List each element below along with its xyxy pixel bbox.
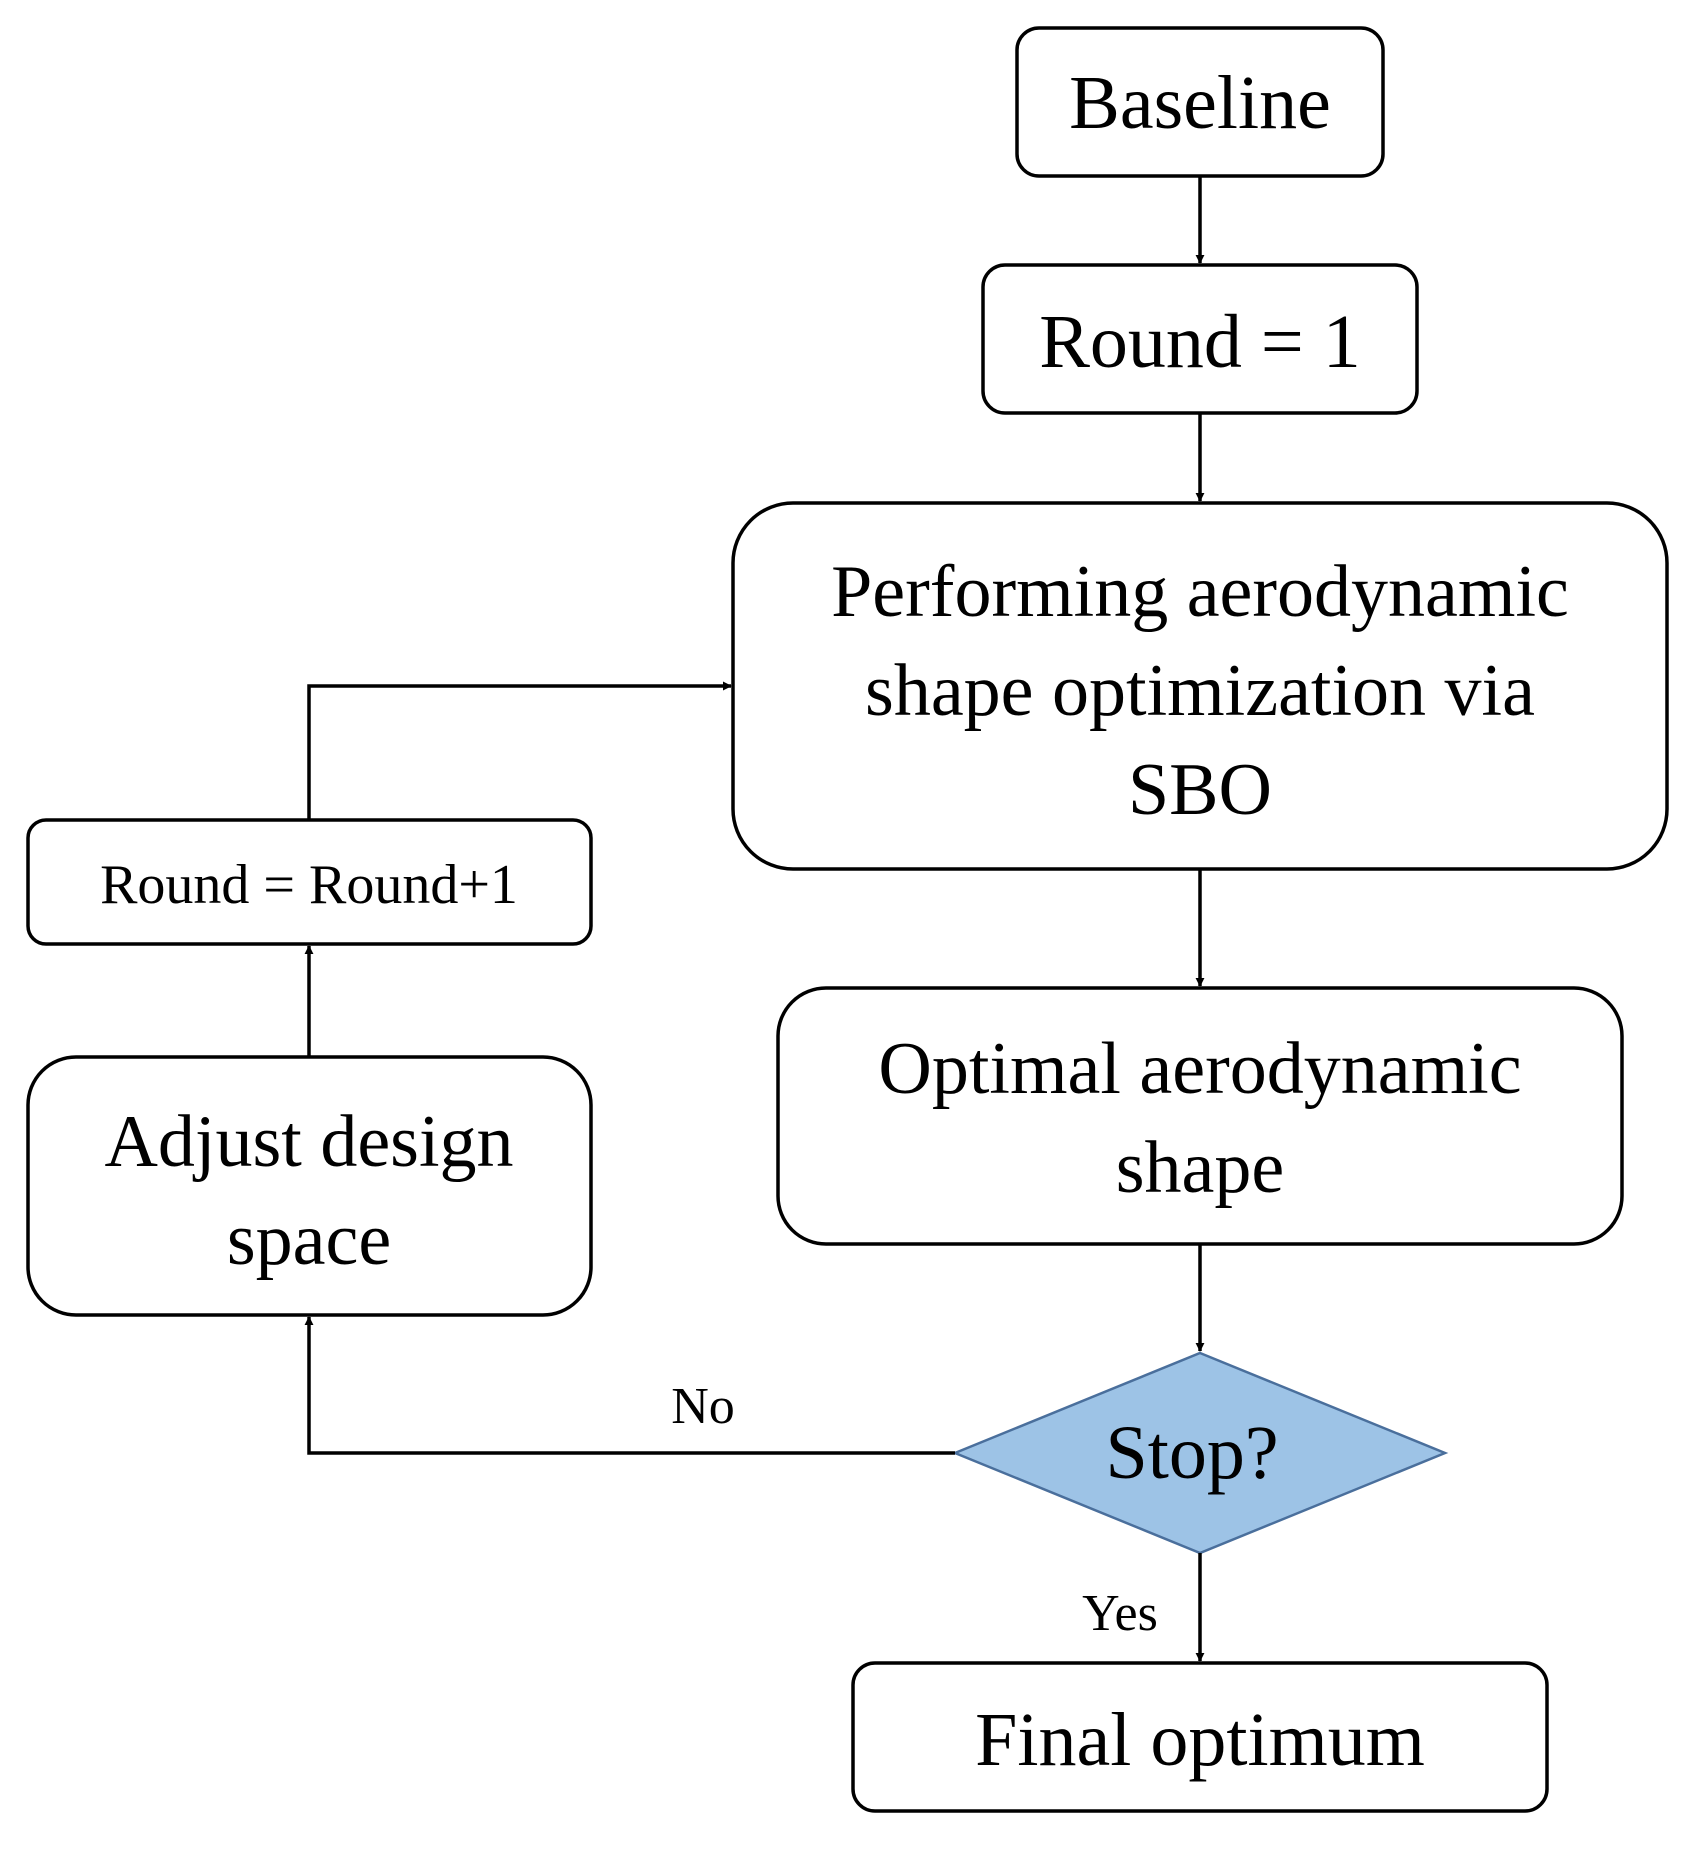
node-round-init: Round = 1 <box>981 263 1419 415</box>
node-final: Final optimum <box>851 1661 1549 1813</box>
adjust-line-1: Adjust design <box>104 1101 513 1183</box>
node-decision: Stop? <box>951 1351 1449 1555</box>
round-init-label: Round = 1 <box>1039 300 1361 384</box>
round-increment-label: Round = Round+1 <box>100 854 518 916</box>
edge-label-no: No <box>671 1378 735 1435</box>
optimal-shape-line-2: shape <box>1116 1127 1285 1209</box>
node-optimal-shape: Optimal aerodynamic shape <box>776 986 1624 1246</box>
optimization-line-1: Performing aerodynamic <box>831 551 1569 633</box>
final-label: Final optimum <box>975 1698 1425 1782</box>
node-adjust: Adjust design space <box>26 1055 593 1317</box>
arrow-decision-to-adjust <box>304 1316 955 1455</box>
decision-label: Stop? <box>1105 1411 1278 1495</box>
baseline-label: Baseline <box>1069 61 1331 145</box>
final-box <box>851 1661 1549 1813</box>
adjust-line-2: space <box>227 1199 391 1281</box>
node-optimization: Performing aerodynamic shape optimizatio… <box>731 501 1669 871</box>
optimization-line-3: SBO <box>1128 749 1272 831</box>
edge-label-yes: Yes <box>1082 1585 1158 1642</box>
node-round-increment: Round = Round+1 <box>26 818 593 946</box>
arrow-round-increment-to-optimization <box>307 681 732 820</box>
node-baseline: Baseline <box>1015 26 1385 178</box>
optimization-line-2: shape optimization via <box>865 650 1535 732</box>
optimal-shape-line-1: Optimal aerodynamic <box>878 1028 1521 1110</box>
